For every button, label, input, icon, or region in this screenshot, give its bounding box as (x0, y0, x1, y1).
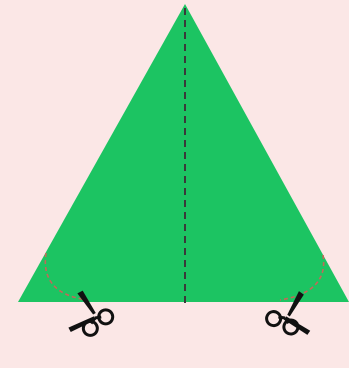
triangle-fold-diagram (0, 0, 349, 368)
diagram-stage (0, 0, 349, 368)
